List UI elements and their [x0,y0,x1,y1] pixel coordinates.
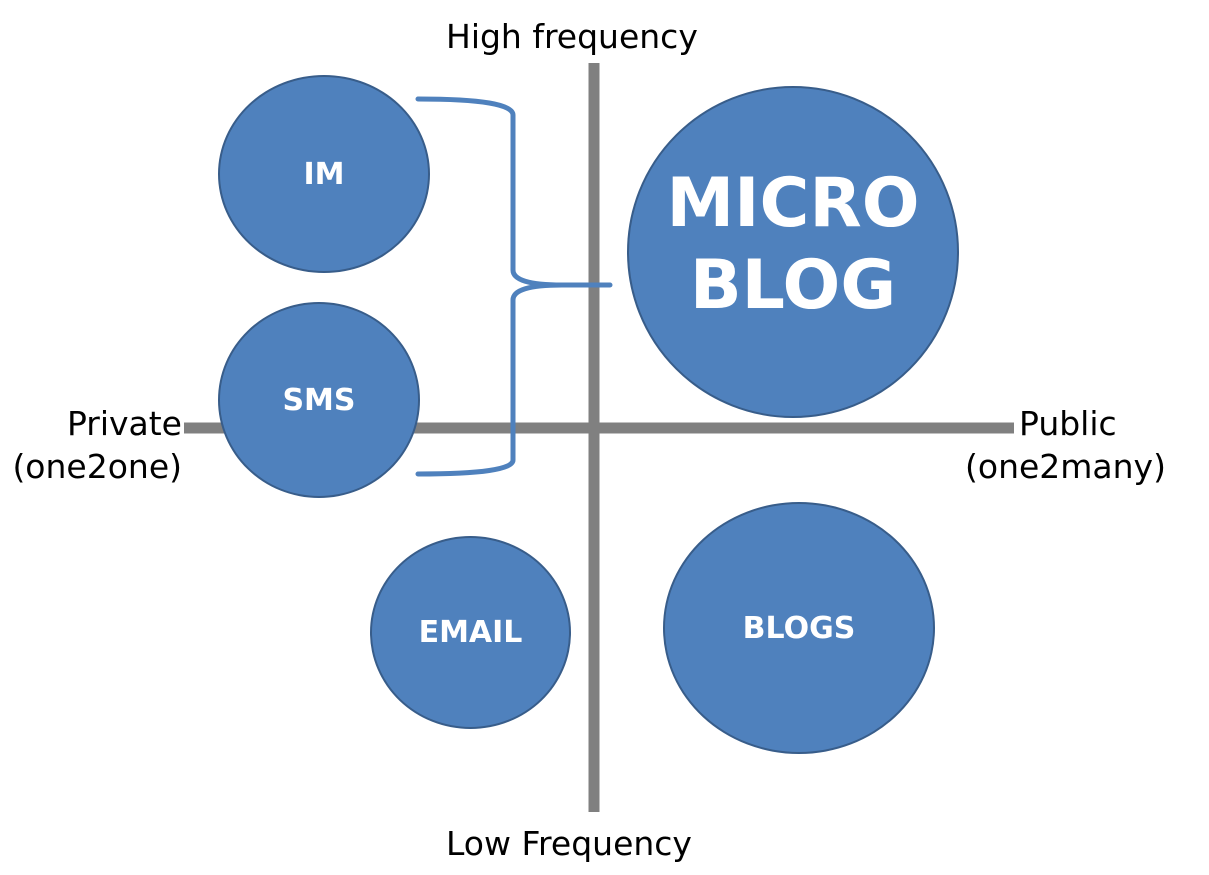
grouping-brace [415,96,613,477]
bubble-im: IM [218,75,430,273]
bubble-sms: SMS [218,302,420,498]
axis-label-private: Private (one2one) [12,403,182,489]
bubble-blogs: BLOGS [663,502,935,754]
bubble-sms-label: SMS [282,382,356,418]
bubble-im-label: IM [303,156,345,192]
axis-label-private-line1: Private [66,404,182,443]
axis-label-public-line1: Public [1019,404,1117,443]
axis-label-private-line2: (one2one) [12,446,182,486]
bubble-email: EMAIL [370,536,571,729]
axis-label-high-frequency: High frequency [446,17,698,56]
bubble-micro-blog-line1: MICRO [666,164,920,244]
axis-label-public: Public (one2many) [965,403,1166,489]
bubble-micro-blog: MICRO BLOG [627,86,959,418]
bubble-micro-blog-line2: BLOG [689,246,897,325]
axis-label-public-line2: (one2many) [965,446,1166,486]
axis-label-low-frequency: Low Frequency [446,824,692,863]
bubble-email-label: EMAIL [418,615,523,650]
bubble-blogs-label: BLOGS [742,610,856,646]
